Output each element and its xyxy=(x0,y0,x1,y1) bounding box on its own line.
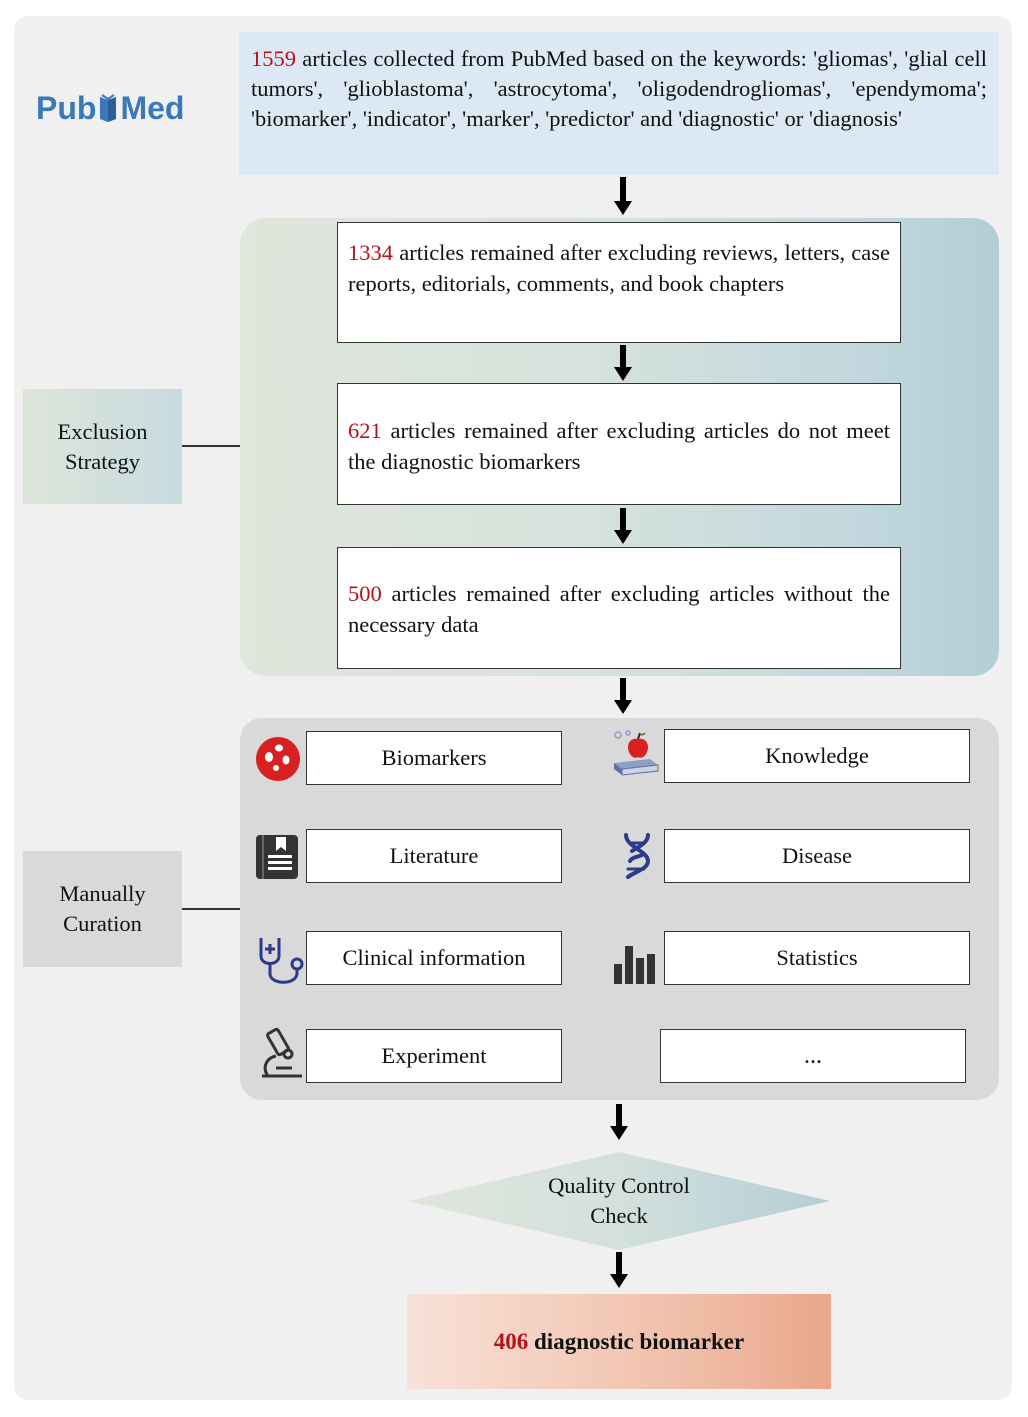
curation-item-disease: Disease xyxy=(664,829,970,883)
arrow-down-2 xyxy=(614,345,632,381)
bar-chart-icon xyxy=(614,946,655,984)
arrow-down-4 xyxy=(614,678,632,714)
curation-item-experiment: Experiment xyxy=(306,1029,562,1083)
curation-item-label: Disease xyxy=(782,843,852,868)
curation-item-literature: Literature xyxy=(306,829,562,883)
arrow-down-5 xyxy=(610,1104,628,1140)
result-box: 406 diagnostic biomarker xyxy=(407,1294,831,1389)
step-2-text: articles remained after excluding articl… xyxy=(348,418,890,474)
pubmed-book-icon xyxy=(97,93,119,123)
curation-connector xyxy=(182,908,240,910)
curation-item-label: Experiment xyxy=(381,1043,487,1068)
pubmed-logo-text-right: Med xyxy=(120,89,185,126)
curation-item-label: Biomarkers xyxy=(381,745,487,770)
curation-item-label: Clinical information xyxy=(342,945,526,970)
source-text: articles collected from PubMed based on … xyxy=(251,46,987,131)
curation-label-line-1: Manually xyxy=(59,881,146,906)
curation-item-biomarkers: Biomarkers xyxy=(306,731,562,785)
quality-line-2: Check xyxy=(590,1203,648,1228)
curation-item-label: Knowledge xyxy=(765,743,869,768)
result-text: diagnostic biomarker xyxy=(528,1328,745,1354)
manually-curation-label: Manually Curation xyxy=(23,851,182,967)
step-3-count: 500 xyxy=(348,581,382,606)
step-1-text: articles remained after excluding review… xyxy=(348,240,890,296)
cell-icon xyxy=(256,737,300,781)
exclusion-strategy-label: Exclusion Strategy xyxy=(23,389,182,504)
curation-item-knowledge: Knowledge xyxy=(664,729,970,783)
curation-item-label: ... xyxy=(804,1042,822,1069)
microscope-icon xyxy=(262,1027,302,1078)
curation-item-label: Statistics xyxy=(776,945,858,970)
quality-control-diamond xyxy=(408,1152,830,1250)
apple-book-icon xyxy=(614,730,659,776)
arrow-down-3 xyxy=(614,508,632,544)
exclusion-label-line-2: Strategy xyxy=(65,448,140,474)
exclusion-connector xyxy=(182,445,240,447)
quality-control-text: Quality Control Check xyxy=(490,1168,748,1234)
exclusion-step-2: 621 articles remained after excluding ar… xyxy=(337,383,901,505)
pubmed-logo: Pub Med xyxy=(36,86,186,130)
dna-icon xyxy=(624,833,651,879)
curation-item-label: Literature xyxy=(389,843,479,868)
arrow-down-1 xyxy=(614,177,632,215)
pubmed-logo-text-left: Pub xyxy=(36,89,97,126)
exclusion-label-line-1: Exclusion xyxy=(57,418,148,444)
curation-item-clinical-information: Clinical information xyxy=(306,931,562,985)
book-icon xyxy=(256,835,298,879)
quality-line-1: Quality Control xyxy=(548,1173,690,1198)
source-box: 1559 articles collected from PubMed base… xyxy=(239,32,999,175)
step-3-text: articles remained after excluding articl… xyxy=(348,581,890,637)
exclusion-step-3: 500 articles remained after excluding ar… xyxy=(337,547,901,669)
result-count: 406 xyxy=(493,1328,529,1354)
step-1-count: 1334 xyxy=(348,240,393,265)
step-2-count: 621 xyxy=(348,418,382,443)
arrow-down-6 xyxy=(610,1252,628,1288)
source-count: 1559 xyxy=(251,46,296,71)
curation-item-more: ... xyxy=(660,1029,966,1083)
curation-label-line-2: Curation xyxy=(63,911,142,936)
curation-item-statistics: Statistics xyxy=(664,931,970,985)
stethoscope-icon xyxy=(259,938,304,984)
exclusion-step-1: 1334 articles remained after excluding r… xyxy=(337,222,901,343)
